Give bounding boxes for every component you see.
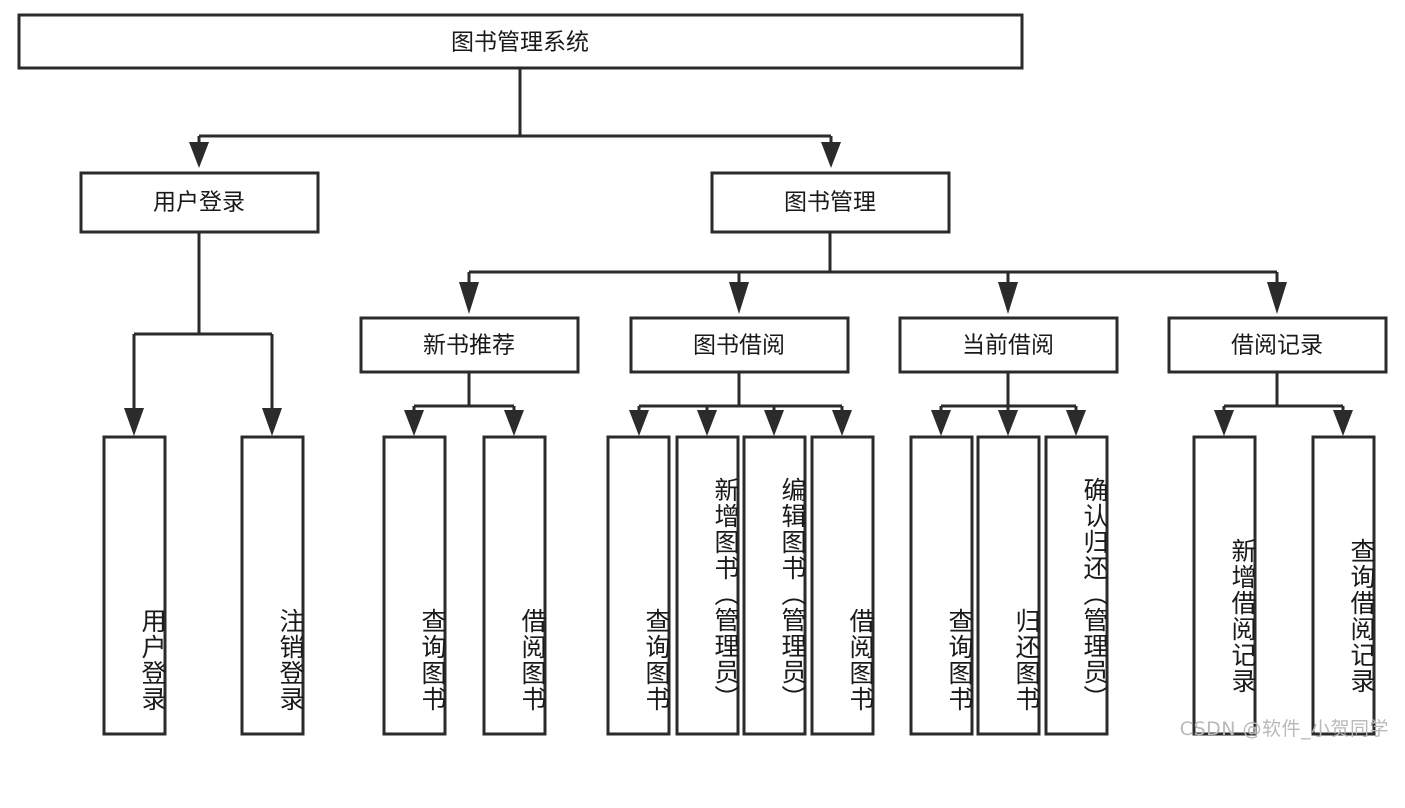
arrow-to-leaf-return-book — [998, 410, 1018, 436]
watermark-label: CSDN @软件_小贺同学 — [1179, 718, 1389, 740]
leaf-box-query-book-2[interactable] — [606, 435, 671, 736]
leaf-box-confirm-return[interactable] — [1044, 435, 1109, 736]
node-root[interactable]: 图书管理系统 — [17, 13, 1024, 70]
current-borrow-label: 当前借阅 — [962, 333, 1054, 359]
leaf-box-borrow-book-1[interactable] — [482, 435, 547, 736]
arrow-to-borrow-record — [1267, 282, 1287, 314]
arrow-to-leaf-logout — [262, 408, 282, 436]
arrow-to-current-borrow — [998, 282, 1018, 314]
arrow-to-leaf-borrow-book-1 — [504, 410, 524, 436]
arrow-to-leaf-query-book-1 — [404, 410, 424, 436]
borrow-record-label: 借阅记录 — [1231, 333, 1323, 359]
node-current-borrow[interactable]: 当前借阅 — [898, 316, 1119, 374]
arrow-to-leaf-query-book-2 — [629, 410, 649, 436]
root-box — [17, 13, 1024, 70]
arrow-to-leaf-confirm-return — [1066, 410, 1086, 436]
flowchart-svg: 图书管理系统 用户登录 图书管理 — [17, 13, 1388, 736]
node-book-borrow[interactable]: 图书借阅 — [629, 316, 850, 374]
leaf-box-query-book-1[interactable] — [382, 435, 447, 736]
root-label: 图书管理系统 — [451, 30, 589, 56]
arrow-to-book-borrow — [729, 282, 749, 314]
arrow-to-leaf-add-record — [1214, 410, 1234, 436]
leaf-box-return-book[interactable] — [976, 435, 1041, 736]
leaf-box-edit-book[interactable] — [742, 435, 807, 736]
user-login-box — [79, 171, 320, 234]
arrow-to-leaf-add-book — [697, 410, 717, 436]
node-borrow-record[interactable]: 借阅记录 — [1167, 316, 1388, 374]
arrow-to-leaf-query-record — [1333, 410, 1353, 436]
user-login-label: 用户登录 — [153, 190, 245, 216]
arrow-to-new-book — [459, 282, 479, 314]
node-new-book-recommend[interactable]: 新书推荐 — [359, 316, 580, 374]
leaf-box-add-book[interactable] — [675, 435, 740, 736]
arrow-to-leaf-user-login — [124, 408, 144, 436]
node-user-login[interactable]: 用户登录 — [79, 171, 320, 234]
connector-new-book-to-leaves — [404, 372, 524, 436]
book-manage-label: 图书管理 — [784, 190, 876, 216]
new-book-recommend-label: 新书推荐 — [423, 333, 515, 359]
arrow-to-user-login — [189, 142, 209, 168]
connector-borrow-record-to-leaves — [1214, 372, 1353, 436]
arrow-to-book-manage — [821, 142, 841, 168]
arrow-to-leaf-borrow-book-2 — [832, 410, 852, 436]
arrow-to-leaf-edit-book — [764, 410, 784, 436]
connector-root-to-level2 — [189, 68, 841, 168]
leaf-box-user-login[interactable] — [102, 435, 167, 736]
leaf-box-query-record[interactable] — [1311, 435, 1376, 736]
book-borrow-label: 图书借阅 — [693, 333, 785, 359]
connector-user-login-to-leaves — [124, 232, 282, 436]
new-book-recommend-box — [359, 316, 580, 374]
arrow-to-leaf-query-book-3 — [931, 410, 951, 436]
connector-current-borrow-to-leaves — [931, 372, 1086, 436]
leaf-box-borrow-book-2[interactable] — [810, 435, 875, 736]
leaf-box-query-book-3[interactable] — [909, 435, 974, 736]
leaf-box-add-record[interactable] — [1192, 435, 1257, 736]
connector-book-manage-to-level3 — [459, 232, 1287, 314]
leaf-box-logout[interactable] — [240, 435, 305, 736]
connector-book-borrow-to-leaves — [629, 372, 852, 436]
diagram-canvas: 图书管理系统 用户登录 图书管理 — [17, 13, 1389, 740]
current-borrow-box — [898, 316, 1119, 374]
node-book-manage[interactable]: 图书管理 — [710, 171, 951, 234]
